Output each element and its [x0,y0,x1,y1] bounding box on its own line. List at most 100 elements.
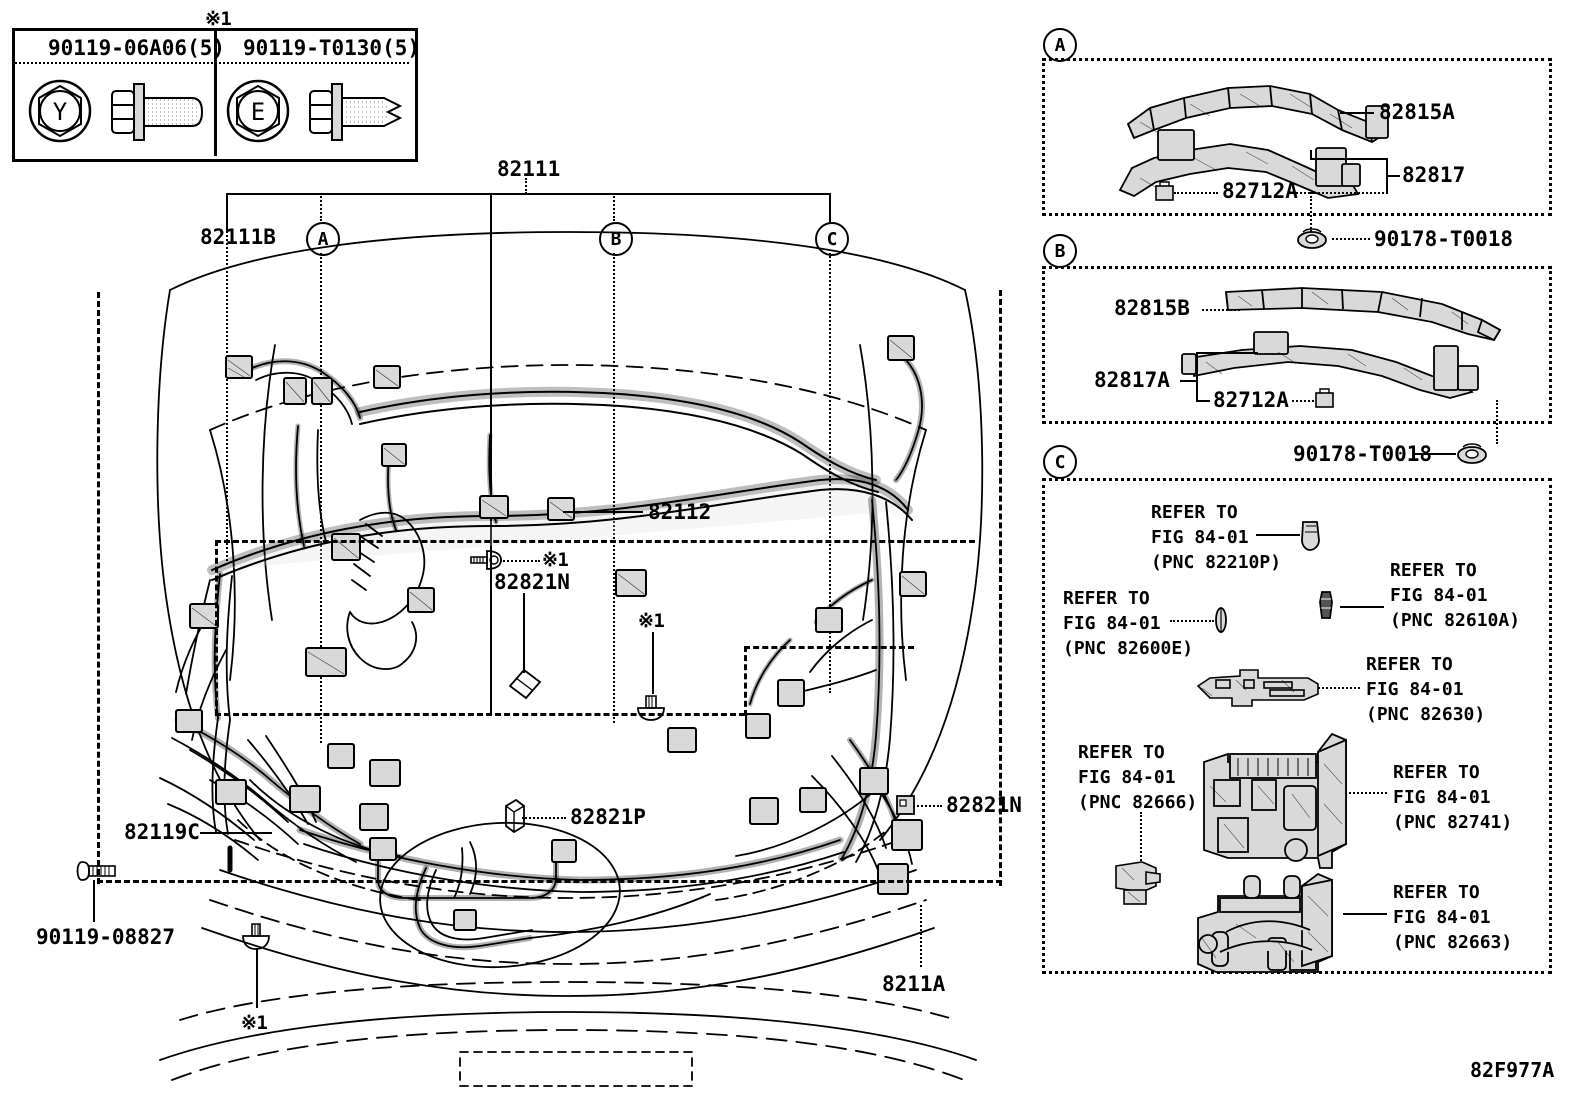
leader-8211a [920,905,922,967]
connector-icon-82666 [1115,861,1161,905]
leader-82111 [525,178,527,194]
clip-icon-82712a-panel-a [1155,181,1174,201]
leader-82821p [522,817,566,819]
leader-82817-top [1310,158,1388,160]
clip-icon-82821p [505,798,525,834]
refer-82210p-line3: (PNC 82210P) [1151,552,1282,573]
svg-text:E: E [251,98,265,126]
panel-b-illustration [1181,287,1502,399]
leader-note-2 [652,632,654,694]
clip-icon-82821n-right [896,795,915,815]
leader-82600e [1170,620,1214,622]
leader-82817a-top [1196,352,1258,354]
label-82111: 82111 [497,157,561,181]
label-82111b: 82111B [200,225,276,249]
refer-82666: REFER TO FIG 84-01 (PNC 82666) [1078,740,1197,815]
refer-82666-line3: (PNC 82666) [1078,792,1198,813]
callout-b-leader-top [613,193,615,221]
leader-82817a-v [1196,352,1198,400]
leader-82119c [200,832,272,834]
panel-a-tag: A [1043,28,1077,62]
leader-82821n-center [523,593,525,673]
panel-b-frame [1042,266,1552,424]
note-mark-3: ※1 [241,1012,268,1034]
leader-90178-t0018-a-h [1332,238,1370,240]
bolt-part-number-1: 90119-06A06(5) [48,36,226,60]
label-82815a: 82815A [1379,100,1455,124]
bolt-illustration-2: E [226,79,403,143]
refer-82663-line2: FIG 84-01 [1393,907,1491,928]
refer-82741-line1: REFER TO [1393,762,1480,783]
leader-82111b [226,231,228,561]
leader-82815b [1202,309,1240,311]
bolt-part-number-2: 90119-T0130(5) [243,36,421,60]
leader-note-3 [256,948,258,1008]
refer-82210p-line1: REFER TO [1151,502,1238,523]
refer-82663-line1: REFER TO [1393,882,1480,903]
clip-icon-82821n-center [508,668,542,700]
label-82821n-center: 82821N [494,570,570,594]
clip-icon-82712a-panel-b [1315,388,1334,408]
refer-82610a-line2: FIG 84-01 [1390,585,1488,606]
leader-82210p [1256,534,1300,536]
grommet-icon-a [1297,228,1327,249]
leader-82817-dash [1386,175,1400,177]
junction-block-icon-82663 [1197,872,1333,973]
label-90119-08827: 90119-08827 [36,925,176,949]
label-90178-t0018-a: 90178-T0018 [1374,227,1514,251]
refer-82610a-line3: (PNC 82610A) [1390,610,1521,631]
refer-82600e-line1: REFER TO [1063,588,1150,609]
refer-82741-line3: (PNC 82741) [1393,812,1513,833]
callout-a: A [306,222,340,256]
callout-b: B [599,222,633,256]
note-mark-1: ※1 [542,549,569,571]
label-82112: 82112 [648,500,712,524]
refer-82600e-line3: (PNC 82600E) [1063,638,1194,659]
leader-82817-stub [1310,150,1312,160]
reference-line-left [97,292,100,884]
engine-room-harness-drawing [156,231,984,1087]
refer-82610a: REFER TO FIG 84-01 (PNC 82610A) [1390,558,1520,633]
reference-line-mid [215,540,975,543]
leader-82630 [1318,687,1360,689]
label-82821n-right: 82821N [946,793,1022,817]
note-mark-2: ※1 [638,610,665,632]
figure-code: 82F977A [1470,1058,1555,1082]
refer-82630: REFER TO FIG 84-01 (PNC 82630) [1366,652,1485,727]
leader-82663 [1343,913,1387,915]
leader-90178-t0018-a [1310,196,1312,232]
reference-line-inner-right [744,646,747,716]
refer-82210p-line2: FIG 84-01 [1151,527,1249,548]
leader-82610a [1340,606,1384,608]
bolt-icon-note-3 [242,923,270,950]
leader-82666 [1140,812,1142,864]
refer-82630-line1: REFER TO [1366,654,1453,675]
leader-82112 [563,511,643,513]
grommet-icon-b [1457,443,1487,464]
leader-82817-vert [1386,158,1388,192]
leader-82712a-panel-a-right [1296,192,1314,194]
label-82817: 82817 [1402,163,1466,187]
reference-line-inner-left [215,540,218,715]
clip-icon-82210p [1301,521,1320,551]
leader-82712a-panel-b [1292,400,1314,402]
callout-c-leader-top [829,193,831,221]
label-82712a-panel-a: 82712A [1222,179,1298,203]
callout-a-leader-bottom [320,253,322,743]
junction-block-icon-82741 [1203,732,1347,869]
leader-82817a-bottom [1196,400,1210,402]
leader-82712a-panel-a-left [1174,192,1218,194]
reference-line-right [999,290,1002,886]
refer-82741-line2: FIG 84-01 [1393,787,1491,808]
leader-90119-08827 [93,880,95,922]
refer-82663-line3: (PNC 82663) [1393,932,1513,953]
panel-b-tag: B [1043,234,1077,268]
leader-82821n-right [898,805,942,807]
svg-text:Y: Y [53,98,68,126]
refer-82666-line1: REFER TO [1078,742,1165,763]
leader-90178-t0018-b-h [1414,453,1456,455]
reference-line-inner-top [744,646,914,649]
refer-82666-line2: FIG 84-01 [1078,767,1176,788]
leader-82741 [1345,792,1387,794]
clip-icon-82600e [1215,607,1227,633]
